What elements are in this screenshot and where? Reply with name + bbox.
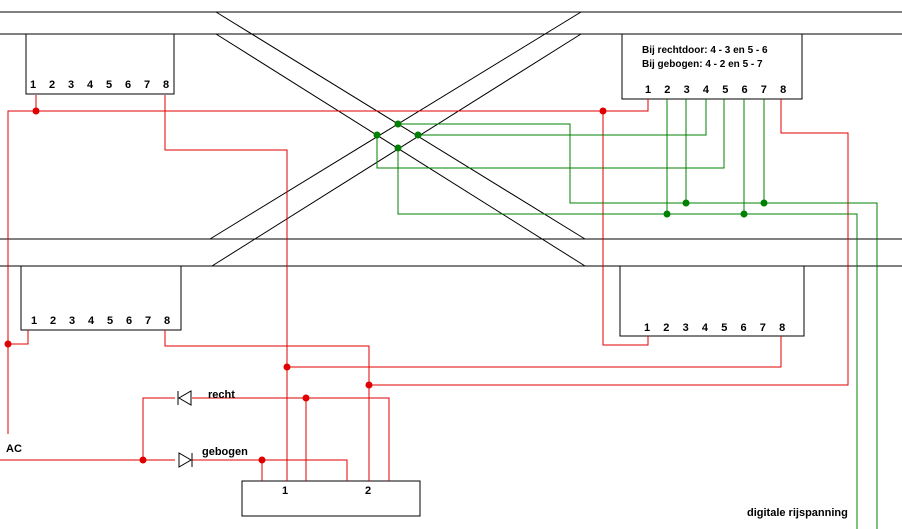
terminal-top-left-8: 8 — [163, 79, 169, 91]
terminal-bottom-right-1: 1 — [644, 322, 650, 334]
terminal-top-right-7: 7 — [761, 84, 767, 96]
red-junctions — [4, 107, 607, 464]
note-curved: Bij gebogen: 4 - 2 en 5 - 7 — [642, 59, 763, 70]
terminal-top-right-8: 8 — [780, 84, 786, 96]
terminal-bottom-right-2: 2 — [663, 322, 669, 334]
diode-gebogen — [178, 452, 193, 468]
terminal-top-left-5: 5 — [106, 79, 112, 91]
terminal-bottom-right-3: 3 — [683, 322, 689, 334]
point-motor-bottom-left — [20, 265, 182, 331]
crossover-diagonals — [209, 11, 586, 267]
switch-box: 1 2 — [241, 480, 421, 517]
point-motor-top-right: Bij rechtdoor: 4 - 3 en 5 - 6 Bij geboge… — [621, 33, 803, 100]
terminal-bottom-left-3: 3 — [69, 315, 75, 327]
label-recht: recht — [208, 389, 235, 401]
terminal-bottom-left-4: 4 — [88, 315, 95, 327]
terminal-bottom-right-5: 5 — [721, 322, 727, 334]
terminal-top-left-7: 7 — [144, 79, 150, 91]
terminal-top-right-6: 6 — [742, 84, 748, 96]
terminal-top-left-6: 6 — [125, 79, 131, 91]
terminal-top-left-4: 4 — [87, 79, 94, 91]
terminal-top-right-2: 2 — [664, 84, 670, 96]
terminal-top-right-4: 4 — [703, 84, 710, 96]
terminal-top-left-1: 1 — [30, 79, 36, 91]
terminal-top-right-3: 3 — [684, 84, 690, 96]
terminal-top-left-3: 3 — [68, 79, 74, 91]
label-digitale-rijspanning: digitale rijspanning — [747, 507, 848, 519]
label-gebogen: gebogen — [202, 446, 248, 458]
diode-recht — [177, 390, 192, 406]
terminal-top-left-2: 2 — [49, 79, 55, 91]
green-wiring — [376, 99, 878, 529]
terminal-bottom-left-2: 2 — [50, 315, 56, 327]
terminal-bottom-left-6: 6 — [126, 315, 132, 327]
terminal-bottom-left-7: 7 — [145, 315, 151, 327]
point-motor-bottom-right — [619, 265, 805, 337]
terminal-bottom-right-8: 8 — [779, 322, 785, 334]
terminal-bottom-left-1: 1 — [31, 315, 37, 327]
label-ac: AC — [6, 443, 22, 455]
terminal-bottom-right-6: 6 — [741, 322, 747, 334]
switch-terminal-1: 1 — [282, 485, 288, 497]
terminal-top-right-1: 1 — [645, 84, 651, 96]
terminal-bottom-left-8: 8 — [164, 315, 170, 327]
red-wiring — [0, 95, 849, 481]
terminal-bottom-left-5: 5 — [107, 315, 113, 327]
terminal-bottom-right-4: 4 — [702, 322, 709, 334]
note-straight: Bij rechtdoor: 4 - 3 en 5 - 6 — [642, 45, 768, 56]
green-junctions — [373, 120, 768, 218]
switch-terminal-2: 2 — [365, 485, 371, 497]
terminal-top-right-5: 5 — [722, 84, 728, 96]
terminal-bottom-right-7: 7 — [760, 322, 766, 334]
point-motor-top-left — [25, 33, 175, 95]
